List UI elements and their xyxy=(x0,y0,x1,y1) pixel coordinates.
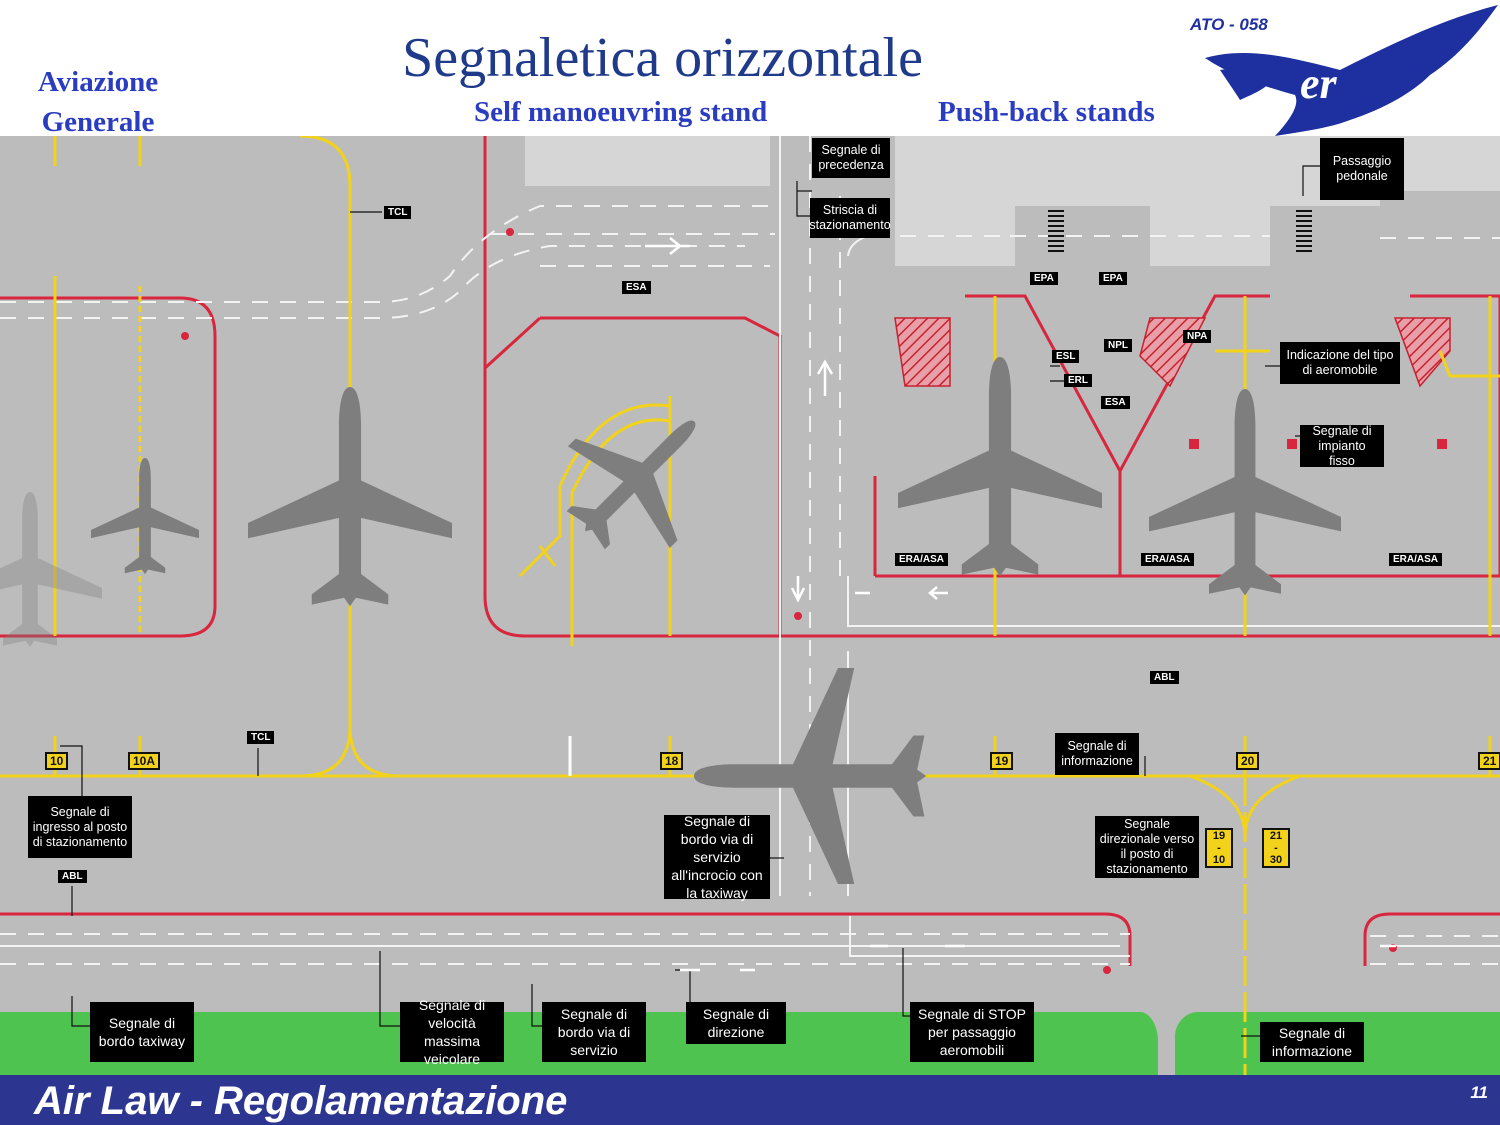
ato-logo: er ATO - 058 xyxy=(1189,5,1498,136)
tag-era-asa-3: ERA/ASA xyxy=(1389,553,1443,566)
label-indicazione-tipo-aeromobile: Indicazione del tipo di aeromobile xyxy=(1280,342,1400,384)
direction-sign-19-10: 19 - 10 xyxy=(1205,828,1233,868)
tag-esa-top: ESA xyxy=(622,281,651,294)
service-road-markings xyxy=(0,136,1500,965)
label-segnale-ingresso: Segnale di ingresso al posto di staziona… xyxy=(28,796,132,858)
eagle-wing-shape xyxy=(1205,5,1498,136)
tag-epa-2: EPA xyxy=(1099,272,1127,285)
label-velocita-massima: Segnale di velocità massima veicolare xyxy=(400,997,504,1067)
tag-npa: NPA xyxy=(1183,330,1212,343)
tag-abl-right: ABL xyxy=(1150,671,1179,684)
subtitle-push-back: Push-back stands xyxy=(938,96,1155,128)
eagle-head-shape xyxy=(1220,68,1272,100)
label-bordo-servizio-incrocio: Segnale di bordo via di servizio all'inc… xyxy=(664,813,770,901)
tag-tcl-bottom: TCL xyxy=(247,731,275,744)
label-segnale-impianto-fisso: Segnale di impianto fisso xyxy=(1300,424,1384,468)
label-bordo-servizio: Segnale di bordo via di servizio xyxy=(542,1002,646,1062)
apron-surface xyxy=(0,136,1500,1076)
label-bordo-taxiway: Segnale di bordo taxiway xyxy=(90,1002,194,1062)
tag-epa-1: EPA xyxy=(1030,272,1058,285)
tag-era-asa-2: ERA/ASA xyxy=(1141,553,1195,566)
stand-sign-10a: 10A xyxy=(128,752,161,770)
label-segnale-direzione: Segnale di direzione xyxy=(686,1002,786,1044)
label-segnale-informazione-bottom: Segnale di informazione xyxy=(1260,1022,1364,1062)
logo-letters: er xyxy=(1300,59,1338,108)
tag-npl: NPL xyxy=(1104,339,1132,352)
direction-sign-21-30: 21 - 30 xyxy=(1262,828,1290,868)
label-passaggio-pedonale: Passaggio pedonale xyxy=(1320,138,1404,200)
subtitle-general-aviation: Aviazione Generale xyxy=(37,66,159,138)
label-segnale-informazione-top: Segnale di informazione xyxy=(1055,733,1139,775)
tag-abl-left: ABL xyxy=(58,870,87,883)
stand-sign-18: 18 xyxy=(660,752,684,770)
pedestrian-crossings xyxy=(1048,210,1312,252)
footer-title: Air Law - Regolamentazione xyxy=(34,1079,568,1123)
logo-text: ATO - 058 xyxy=(1189,15,1268,34)
page-number: 11 xyxy=(1470,1083,1488,1102)
label-segnale-stop: Segnale di STOP per passaggio aeromobili xyxy=(910,1002,1034,1062)
stand-sign-21: 21 xyxy=(1478,752,1500,770)
tag-tcl-top: TCL xyxy=(384,206,412,219)
tag-erl: ERL xyxy=(1064,374,1092,387)
tag-esa-mid: ESA xyxy=(1101,396,1130,409)
label-segnale-direzionale: Segnale direzionale verso il posto di st… xyxy=(1095,816,1199,878)
stand-sign-20: 20 xyxy=(1236,752,1260,770)
label-striscia-stazionamento: Striscia di stazionamento xyxy=(809,198,891,238)
tag-esl: ESL xyxy=(1052,350,1080,363)
subtitle-self-manoeuvring: Self manoeuvring stand xyxy=(474,96,768,128)
tag-era-asa-1: ERA/ASA xyxy=(895,553,949,566)
footer-bar: Air Law - Regolamentazione 11 xyxy=(0,1075,1500,1125)
apron-diagram xyxy=(0,136,1500,1076)
stand-sign-19: 19 xyxy=(990,752,1014,770)
stand-sign-10: 10 xyxy=(45,752,69,770)
label-segnale-precedenza: Segnale di precedenza xyxy=(812,138,890,178)
vehicle-direction-arrows xyxy=(645,237,1396,972)
page-title: Segnaletica orizzontale xyxy=(402,27,923,89)
